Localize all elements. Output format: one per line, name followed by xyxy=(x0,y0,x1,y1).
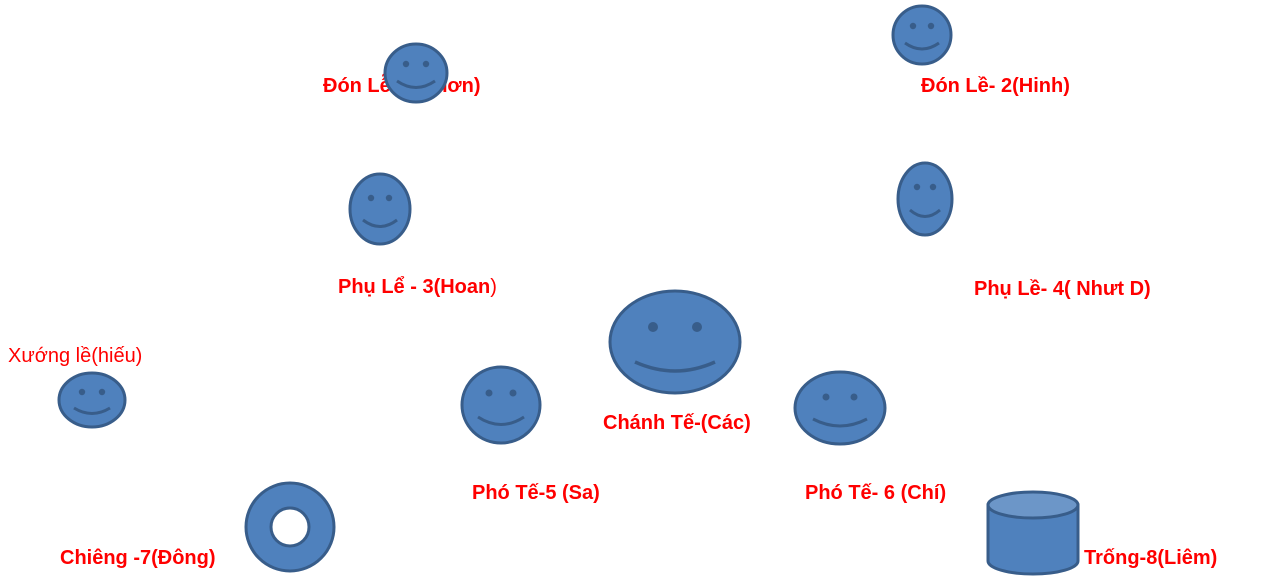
role-label-pho-te-6: Phó Tế- 6 (Chí) xyxy=(805,482,947,504)
donut-gong-icon xyxy=(244,481,336,573)
role-label-don-le-2: Đón Lề- 2(Hinh) xyxy=(921,75,1070,97)
role-label-phu-le-3-text: Phụ Lể - 3(Hoan xyxy=(338,276,491,298)
smiley-face-icon xyxy=(348,172,412,246)
cylinder-drum-icon xyxy=(986,490,1080,576)
role-label-trong-8: Trống-8(Liêm) xyxy=(1084,547,1218,569)
role-label-phu-le-3: Phụ Lể - 3(Hoan) xyxy=(338,275,497,299)
role-label-don-le-1: Đón Lễ- 1(Nhơn) xyxy=(323,75,481,97)
smiley-face-icon xyxy=(891,4,953,66)
role-label-pho-te-5: Phó Tế-5 (Sa) xyxy=(472,482,600,504)
role-label-xuong-le: Xướng lề(hiếu) xyxy=(8,345,143,367)
smiley-face-icon xyxy=(793,370,887,446)
smiley-face-icon xyxy=(896,161,954,237)
role-label-chieng-7: Chiêng -7(Đông) xyxy=(60,547,216,569)
smiley-face-icon xyxy=(460,365,542,445)
smiley-face-icon xyxy=(57,371,127,429)
role-label-phu-le-4: Phụ Lề- 4( Nhưt D) xyxy=(974,278,1151,300)
role-label-phu-le-3-paren: ) xyxy=(490,276,497,298)
role-label-chanh-te: Chánh Tế-(Các) xyxy=(603,412,751,434)
smiley-face-icon xyxy=(608,289,742,395)
